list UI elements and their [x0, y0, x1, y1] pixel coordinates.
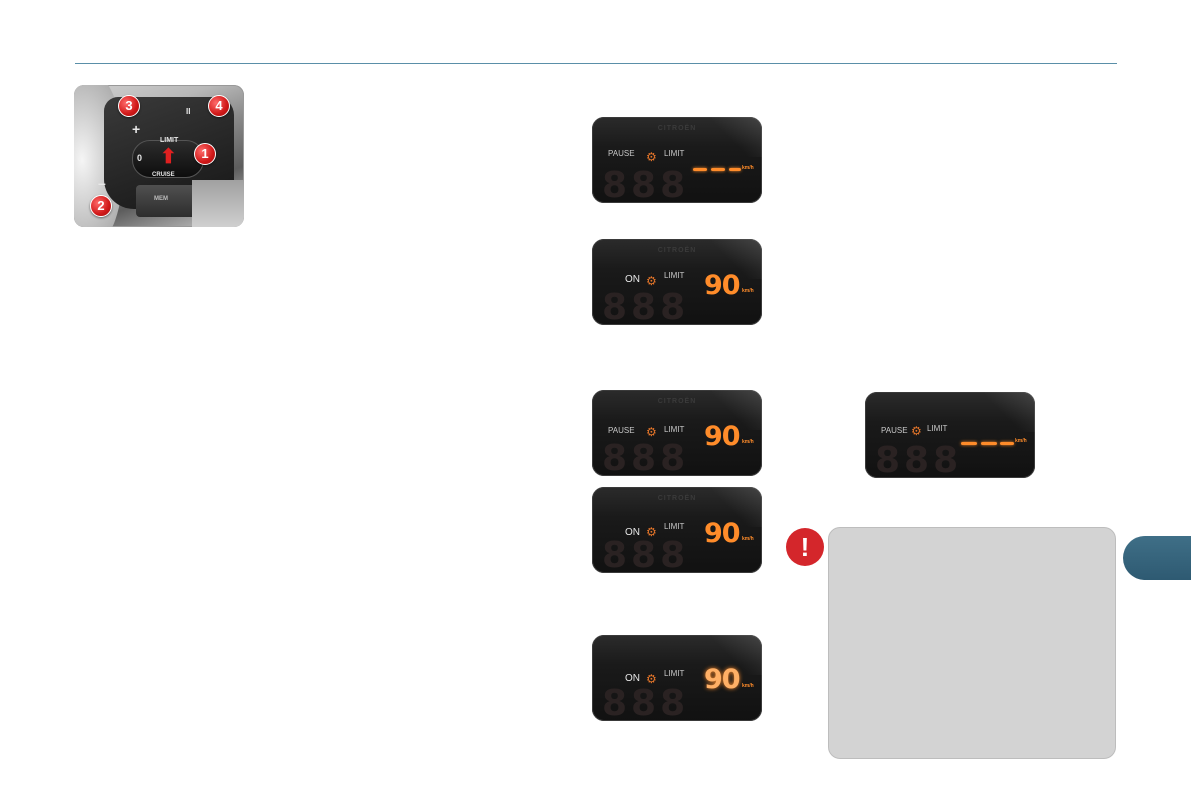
- instrument-display-on-90: CITROËN 888 ON ⚙ LIMIT 90 km/h: [592, 239, 762, 325]
- glass-shine: [985, 392, 1035, 432]
- dash-segment: [1000, 442, 1014, 445]
- unit-label: km/h: [1015, 438, 1027, 444]
- instrument-display-pause-dashes-b: 888 PAUSE ⚙ LIMIT km/h: [865, 392, 1035, 478]
- instrument-display-pause-90: CITROËN 888 PAUSE ⚙ LIMIT 90 km/h: [592, 390, 762, 476]
- glass-shine: [712, 390, 762, 430]
- speed-value: 90: [704, 421, 741, 452]
- unit-label: km/h: [742, 536, 754, 542]
- plus-label: +: [132, 121, 141, 137]
- limit-label: LIMIT: [927, 424, 948, 433]
- instrument-display-on-90-b: CITROËN 888 ON ⚙ LIMIT 90 km/h: [592, 487, 762, 573]
- brand-label: CITROËN: [657, 495, 697, 502]
- chapter-tab[interactable]: [1123, 536, 1191, 580]
- zero-label: 0: [137, 153, 143, 163]
- ghost-digits: 888: [602, 165, 690, 203]
- badge-1: 1: [194, 143, 216, 165]
- warning-note-box: [828, 527, 1116, 759]
- limit-label: LIMIT: [664, 149, 685, 158]
- limit-label: LIMIT: [664, 522, 685, 531]
- limit-label: LIMIT: [664, 425, 685, 434]
- dash-segment: [693, 168, 707, 171]
- pause-label: PAUSE: [881, 426, 908, 435]
- badge-3: 3: [118, 95, 140, 117]
- brand-label: CITROËN: [657, 247, 697, 254]
- ghost-digits: 888: [602, 287, 690, 325]
- instrument-display-pause-dashes: CITROËN 888 PAUSE ⚙ LIMIT km/h: [592, 117, 762, 203]
- speed-value: 90: [704, 518, 741, 549]
- on-label: ON: [625, 673, 640, 684]
- brand-label: CITROËN: [657, 125, 697, 132]
- minus-label: –: [98, 175, 106, 191]
- speed-limiter-icon: ⚙: [911, 424, 922, 438]
- dash-segment: [961, 442, 977, 445]
- speed-limiter-icon: ⚙: [646, 525, 657, 539]
- unit-label: km/h: [742, 439, 754, 445]
- badge-4: 4: [208, 95, 230, 117]
- wheel-spoke: [192, 180, 244, 227]
- instrument-display-on-90-flashing: 888 ON ⚙ LIMIT 90 km/h: [592, 635, 762, 721]
- mode-selector-lever: [132, 140, 204, 178]
- limit-label: LIMIT: [664, 271, 685, 280]
- exclamation-icon: !: [786, 528, 824, 566]
- pause-label: PAUSE: [608, 426, 635, 435]
- unit-label: km/h: [742, 683, 754, 689]
- dash-segment: [711, 168, 725, 171]
- badge-2: 2: [90, 195, 112, 217]
- header-rule: [75, 63, 1117, 64]
- pause-label: PAUSE: [608, 149, 635, 158]
- speed-limiter-icon: ⚙: [646, 672, 657, 686]
- ghost-digits: 888: [602, 438, 690, 476]
- speed-limiter-icon: ⚙: [646, 150, 657, 164]
- on-label: ON: [625, 527, 640, 538]
- glass-shine: [712, 239, 762, 279]
- ghost-digits: 888: [602, 535, 690, 573]
- unit-label: km/h: [742, 165, 754, 171]
- glass-shine: [712, 487, 762, 527]
- speed-limiter-control-photo: + – II LIMIT CRUISE 0 MEM ⬆ 1 2 3 4: [74, 85, 244, 227]
- ghost-digits: 888: [875, 440, 963, 478]
- brand-label: CITROËN: [657, 398, 697, 405]
- unit-label: km/h: [742, 288, 754, 294]
- on-label: ON: [625, 274, 640, 285]
- speed-value: 90: [704, 664, 741, 695]
- limit-label: LIMIT: [664, 669, 685, 678]
- glass-shine: [712, 117, 762, 157]
- speed-value: 90: [704, 270, 741, 301]
- arrow-up-icon: ⬆: [160, 146, 177, 168]
- ghost-digits: 888: [602, 683, 690, 721]
- pause-label: II: [186, 107, 191, 116]
- dash-segment: [981, 442, 997, 445]
- mem-label: MEM: [154, 196, 168, 202]
- limit-label: LIMIT: [160, 137, 179, 144]
- speed-limiter-icon: ⚙: [646, 274, 657, 288]
- cruise-label: CRUISE: [152, 172, 175, 178]
- dash-segment: [729, 168, 741, 171]
- speed-limiter-icon: ⚙: [646, 425, 657, 439]
- glass-shine: [712, 635, 762, 675]
